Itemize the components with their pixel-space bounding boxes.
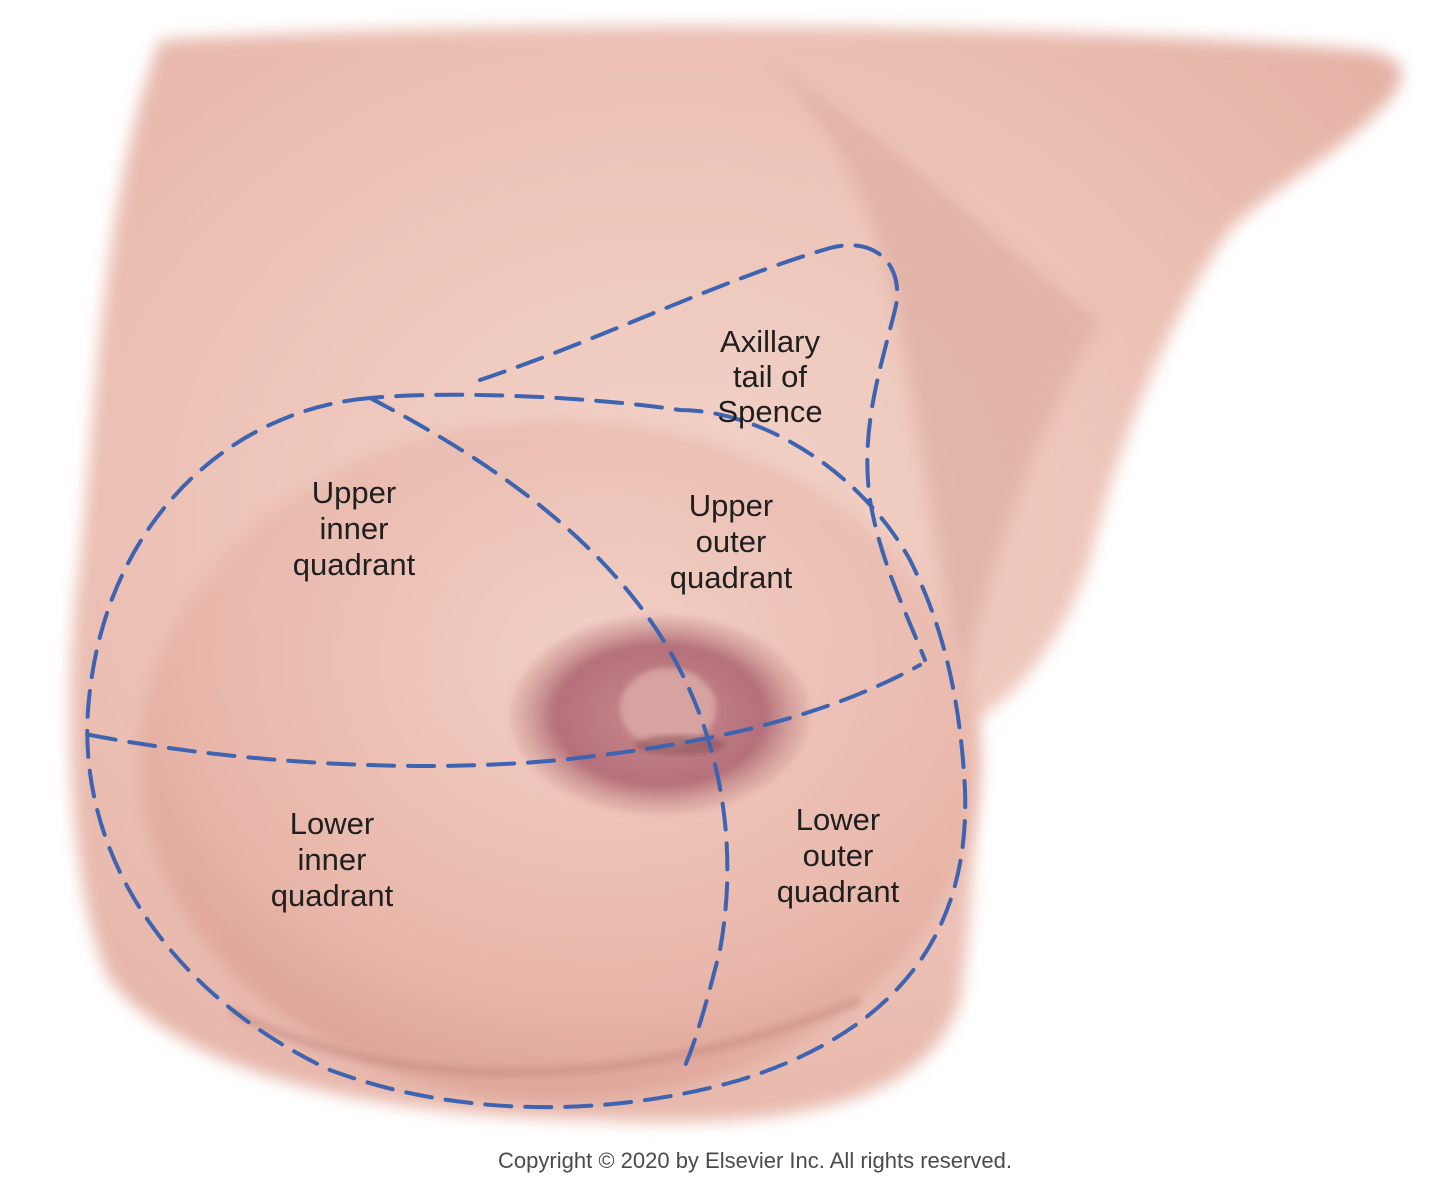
label-line: quadrant: [271, 878, 394, 913]
label-line: outer: [803, 838, 874, 873]
label-line: Upper: [689, 488, 773, 523]
label-upper-outer-quadrant: Upper outer quadrant: [670, 488, 793, 595]
label-line: Upper: [312, 475, 396, 510]
label-line: quadrant: [777, 874, 900, 909]
label-upper-inner-quadrant: Upper inner quadrant: [293, 475, 416, 582]
label-line: Axillary: [720, 324, 820, 359]
label-lower-inner-quadrant: Lower inner quadrant: [271, 806, 394, 913]
label-line: inner: [298, 842, 367, 877]
copyright-notice: Copyright © 2020 by Elsevier Inc. All ri…: [498, 1148, 1012, 1173]
label-line: Lower: [290, 806, 374, 841]
label-line: Lower: [796, 802, 880, 837]
vertical-divider-dashed: [368, 396, 730, 1077]
label-line: quadrant: [670, 560, 793, 595]
axillary-tail-outline-dashed: [478, 243, 927, 662]
label-line: tail of: [733, 359, 807, 394]
axilla-shading: [760, 60, 1100, 700]
label-lower-outer-quadrant: Lower outer quadrant: [777, 802, 900, 909]
inframammary-fold: [227, 995, 862, 1078]
label-line: Spence: [717, 394, 822, 429]
horizontal-divider-dashed: [88, 663, 922, 768]
label-line: inner: [320, 511, 389, 546]
label-axillary-tail: Axillary tail of Spence: [717, 324, 822, 429]
nipple: [620, 668, 716, 748]
breast-outline-dashed: [85, 392, 968, 1110]
label-line: quadrant: [293, 547, 416, 582]
label-line: outer: [696, 524, 767, 559]
